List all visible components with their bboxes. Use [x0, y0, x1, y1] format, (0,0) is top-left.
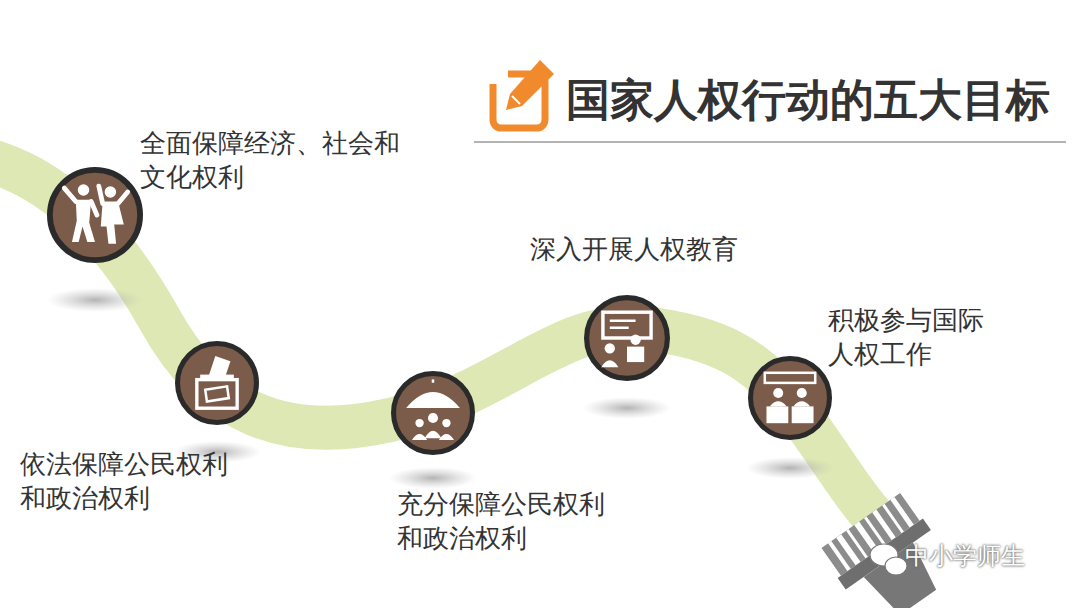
shadow	[47, 288, 143, 312]
shadow	[746, 457, 834, 479]
goal-label: 深入开展人权教育	[530, 232, 738, 266]
goal-label: 充分保障公民权利 和政治权利	[397, 487, 605, 555]
goal-circle: 依法保障公民权利 和政治权利	[175, 341, 259, 425]
edit-icon	[482, 60, 554, 128]
goal-label: 全面保障经济、社会和 文化权利	[140, 126, 400, 194]
goal-icon	[748, 356, 832, 440]
goal-circle: 全面保障经济、社会和 文化权利	[47, 167, 143, 263]
goal-circle: 充分保障公民权利 和政治权利	[391, 371, 475, 455]
goal-circle: 深入开展人权教育	[584, 295, 670, 381]
shadow	[389, 467, 477, 489]
watermark-icon	[870, 544, 907, 575]
title-rule	[474, 141, 1066, 143]
goal-label: 依法保障公民权利 和政治权利	[20, 447, 228, 515]
goal-circle: 积极参与国际 人权工作	[748, 356, 832, 440]
title: 国家人权行动的五大目标	[566, 70, 1050, 130]
shadow	[583, 397, 671, 419]
goal-icon	[175, 341, 259, 425]
goal-icon	[584, 295, 670, 381]
goal-icon	[391, 371, 475, 455]
goal-label: 积极参与国际 人权工作	[828, 303, 984, 371]
path-band	[0, 158, 872, 515]
watermark: 中小学师生	[905, 540, 1025, 572]
goal-icon	[47, 167, 143, 263]
